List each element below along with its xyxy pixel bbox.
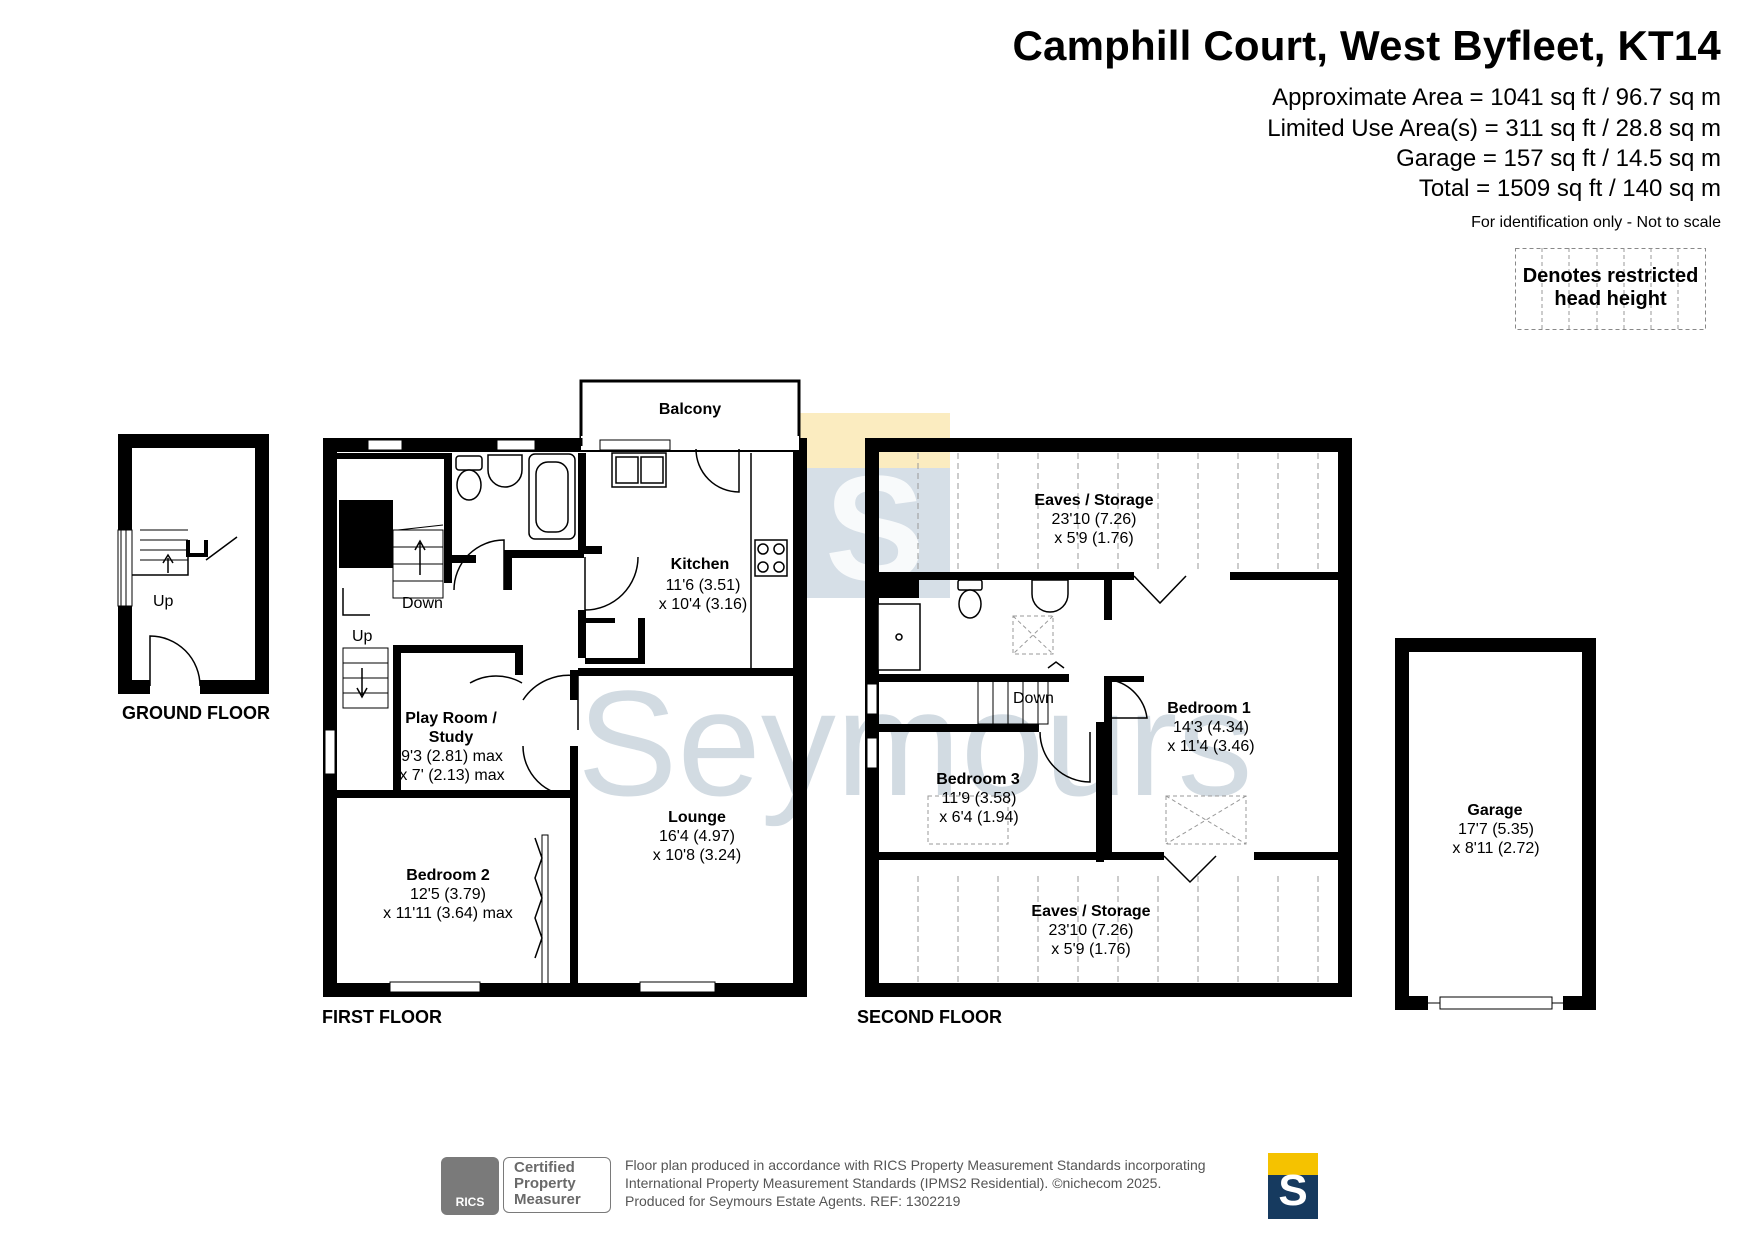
kitchen-dim-2: x 10'4 (3.16) (659, 596, 747, 613)
playroom-name-2: Study (429, 729, 474, 746)
eaves-bottom-dim-1: 23'10 (7.26) (1049, 922, 1134, 939)
bedroom2-name: Bedroom 2 (406, 867, 490, 884)
bedroom2-dim-2: x 11'11 (3.64) max (383, 905, 513, 922)
seymours-watermark: S Seymours (577, 413, 1253, 827)
legend-line-1: Denotes restricted (1522, 265, 1699, 287)
first-stairs-up-label: Up (352, 628, 373, 645)
approximate-area: Approximate Area = 1041 sq ft / 96.7 sq … (1272, 84, 1721, 111)
first-floor-plan: Down Up (323, 379, 807, 997)
garage-dim-1: 17'7 (5.35) (1458, 821, 1534, 838)
eaves-bottom-name: Eaves / Storage (1031, 903, 1150, 920)
eaves-top-dim-2: x 5'9 (1.76) (1054, 530, 1134, 547)
room-eaves-storage-bottom: Eaves / Storage 23'10 (7.26) x 5'9 (1.76… (1031, 903, 1150, 958)
bedroom3-dim-1: 11'9 (3.58) (942, 790, 1017, 807)
ground-stairs-up-label: Up (153, 593, 174, 610)
property-title: Camphill Court, West Byfleet, KT14 (1012, 22, 1721, 69)
second-floor-plan: Down (865, 438, 1352, 997)
lounge-dim-1: 16'4 (4.97) (659, 828, 735, 845)
first-floor-label: FIRST FLOOR (322, 1007, 442, 1027)
eaves-top-name: Eaves / Storage (1034, 492, 1153, 509)
kitchen-dim-1: 11'6 (3.51) (666, 577, 741, 594)
rics-badge: RICS (441, 1157, 499, 1215)
room-playroom: Play Room / Study 9'3 (2.81) max x 7' (2… (399, 710, 504, 784)
lounge-name: Lounge (668, 809, 726, 826)
seymours-logo: S (1268, 1153, 1318, 1219)
bedroom1-dim-1: 14'3 (4.34) (1173, 719, 1249, 736)
bedroom3-name: Bedroom 3 (936, 771, 1020, 788)
scale-note: For identification only - Not to scale (1471, 214, 1721, 231)
eaves-top-dim-1: 23'10 (7.26) (1052, 511, 1137, 528)
room-bedroom-2: Bedroom 2 12'5 (3.79) x 11'11 (3.64) max (383, 867, 513, 922)
garage-area: Garage = 157 sq ft / 14.5 sq m (1396, 145, 1721, 172)
room-garage: Garage 17'7 (5.35) x 8'11 (2.72) (1452, 802, 1539, 857)
limited-use-area: Limited Use Area(s) = 311 sq ft / 28.8 s… (1267, 115, 1721, 142)
room-bedroom-1: Bedroom 1 14'3 (4.34) x 11'4 (3.46) (1167, 700, 1254, 755)
footer-line-2: International Property Measurement Stand… (625, 1175, 1162, 1191)
second-stairs-down-label: Down (1013, 690, 1054, 707)
garage-plan (1395, 638, 1596, 1010)
playroom-dim-1: 9'3 (2.81) max (401, 748, 503, 765)
bedroom3-dim-2: x 6'4 (1.94) (939, 809, 1019, 826)
bedroom2-dim-1: 12'5 (3.79) (410, 886, 486, 903)
footer-line-1: Floor plan produced in accordance with R… (625, 1157, 1206, 1173)
legend-hatch (1515, 248, 1706, 330)
bedroom1-dim-2: x 11'4 (3.46) (1167, 738, 1254, 755)
watermark-text: Seymours (577, 659, 1252, 827)
room-balcony: Balcony (659, 401, 721, 418)
total-area: Total = 1509 sq ft / 140 sq m (1418, 175, 1721, 202)
footer-line-3: Produced for Seymours Estate Agents. REF… (625, 1193, 961, 1209)
restricted-head-height-legend: Denotes restricted head height (1515, 248, 1706, 330)
legend-line-2: head height (1554, 288, 1667, 310)
bedroom1-name: Bedroom 1 (1167, 700, 1251, 717)
room-bedroom-3: Bedroom 3 11'9 (3.58) x 6'4 (1.94) (936, 771, 1020, 826)
first-stairs-down-label: Down (402, 595, 443, 612)
balcony-name: Balcony (659, 401, 721, 418)
eaves-bottom-dim-2: x 5'9 (1.76) (1051, 941, 1131, 958)
ground-floor-label: GROUND FLOOR (122, 703, 270, 723)
room-eaves-storage-top: Eaves / Storage 23'10 (7.26) x 5'9 (1.76… (1034, 492, 1153, 547)
lounge-dim-2: x 10'8 (3.24) (653, 847, 741, 864)
second-floor-label: SECOND FLOOR (857, 1007, 1002, 1027)
garage-dim-2: x 8'11 (2.72) (1452, 840, 1539, 857)
footer-notes: Floor plan produced in accordance with R… (625, 1156, 1206, 1210)
room-kitchen: Kitchen 11'6 (3.51) x 10'4 (3.16) (659, 556, 747, 613)
svg-text:S: S (1278, 1166, 1307, 1215)
playroom-dim-2: x 7' (2.13) max (399, 767, 504, 784)
playroom-name-1: Play Room / (405, 710, 497, 727)
garage-name: Garage (1467, 802, 1522, 819)
kitchen-name: Kitchen (671, 556, 730, 573)
room-lounge: Lounge 16'4 (4.97) x 10'8 (3.24) (653, 809, 741, 864)
ground-floor-plan: Up (117, 434, 269, 694)
